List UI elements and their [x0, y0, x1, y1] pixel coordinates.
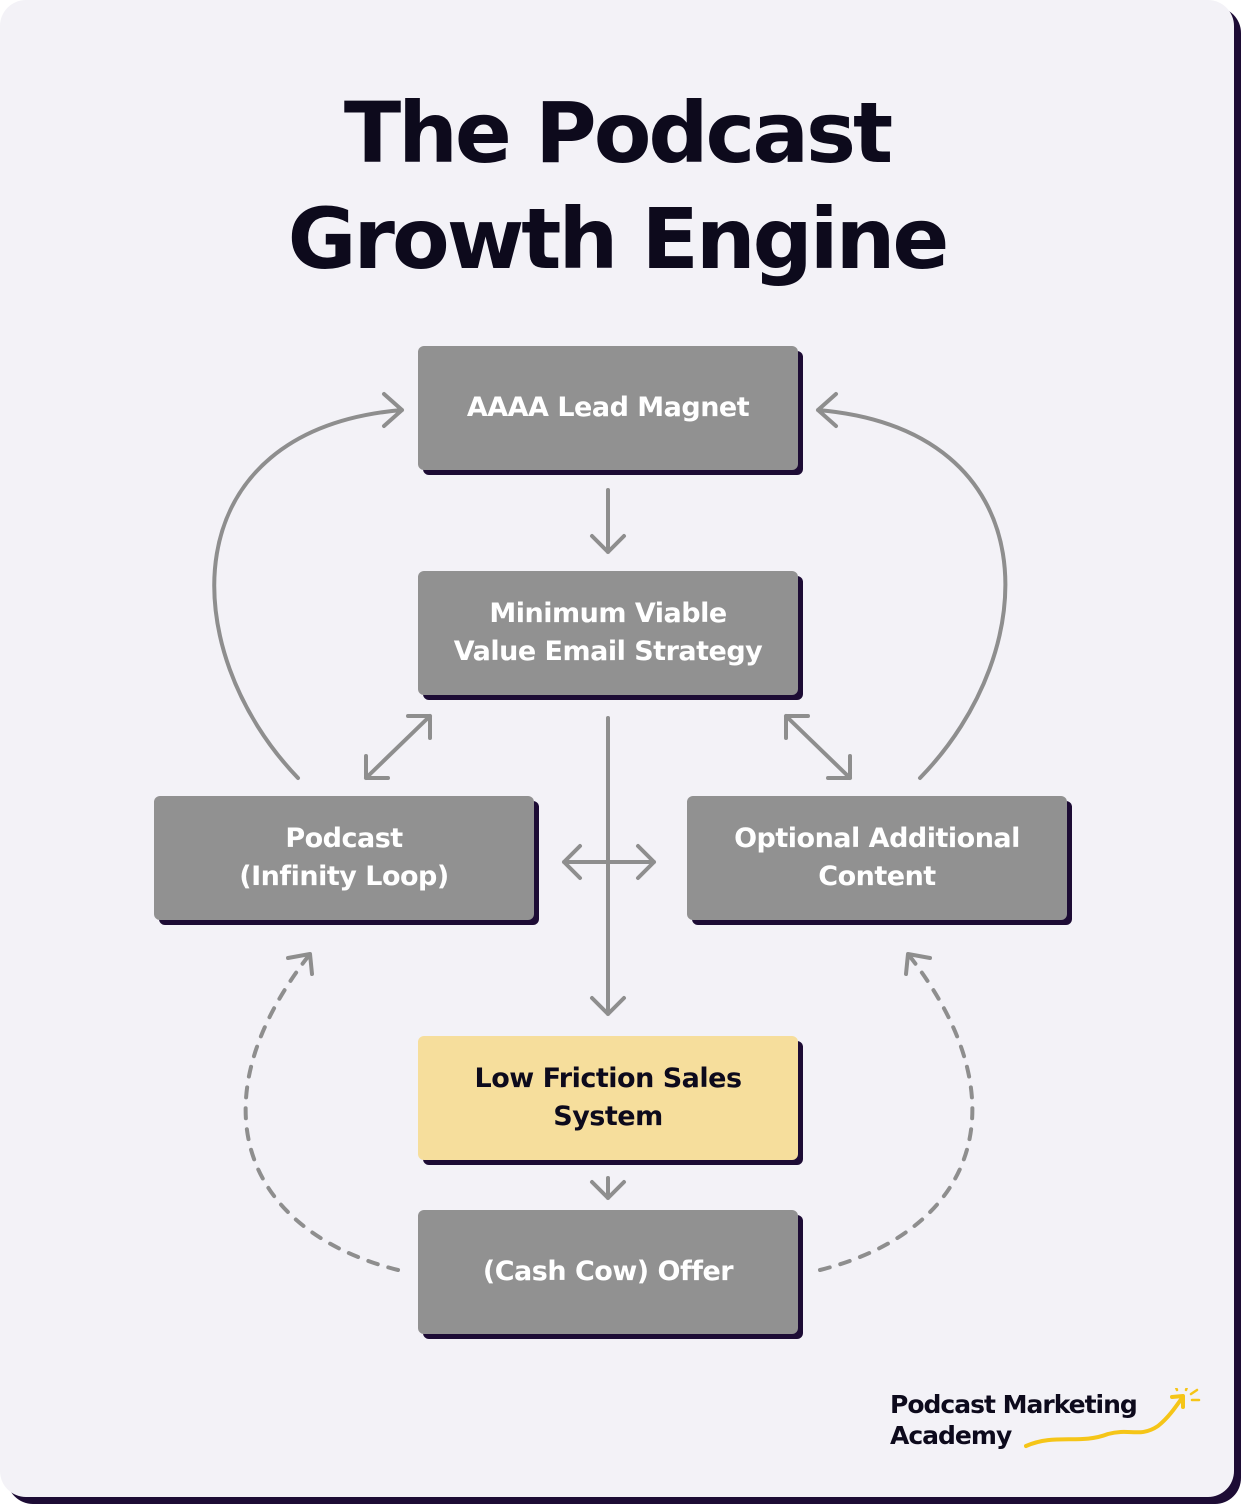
title-line-1: The Podcast: [343, 84, 893, 182]
dashed-offer-to-content: [818, 952, 975, 1272]
arrow-email-podcast: [364, 714, 432, 780]
node-additional-content-line-1: Optional Additional: [734, 823, 1020, 854]
title-line-2: Growth Engine: [287, 190, 950, 288]
node-email-strategy-line-1: Minimum Viable: [489, 598, 727, 629]
node-email-strategy-line-2: Value Email Strategy: [453, 636, 763, 667]
arrow-lead-to-email: [590, 488, 626, 554]
page-title: The Podcast Growth Engine: [0, 80, 1234, 292]
logo-text-line-1: Podcast Marketing: [890, 1390, 1138, 1419]
node-sales-system-line-1: Low Friction Sales: [474, 1063, 742, 1094]
node-sales-system-line-2: System: [553, 1101, 663, 1132]
node-lead-magnet: AAAA Lead Magnet: [418, 346, 798, 470]
node-podcast-line-2: (Infinity Loop): [239, 861, 449, 892]
dashed-offer-to-podcast-head: [286, 952, 314, 976]
node-offer: (Cash Cow) Offer: [418, 1210, 798, 1334]
node-sales-system: Low Friction Sales System: [418, 1036, 798, 1160]
node-additional-content: Optional Additional Content: [687, 796, 1067, 920]
arrow-email-to-sales: [590, 716, 626, 1016]
node-offer-label: (Cash Cow) Offer: [482, 1256, 734, 1287]
brand-logo: Podcast Marketing Academy: [890, 1388, 1210, 1458]
node-email-strategy: Minimum Viable Value Email Strategy: [418, 571, 798, 695]
logo-text-line-2: Academy: [890, 1421, 1012, 1450]
arrow-content-to-lead: [816, 392, 1008, 780]
logo-growth-line-icon: [1024, 1388, 1201, 1448]
arrow-email-content: [784, 714, 852, 780]
arrow-podcast-to-lead: [212, 392, 404, 780]
node-additional-content-line-2: Content: [818, 861, 936, 892]
node-podcast-line-1: Podcast: [285, 823, 403, 854]
dashed-offer-to-content-head: [904, 952, 932, 976]
node-podcast: Podcast (Infinity Loop): [154, 796, 534, 920]
arrow-sales-to-offer: [590, 1176, 626, 1200]
node-lead-magnet-label: AAAA Lead Magnet: [466, 392, 750, 423]
dashed-offer-to-podcast: [243, 952, 400, 1272]
